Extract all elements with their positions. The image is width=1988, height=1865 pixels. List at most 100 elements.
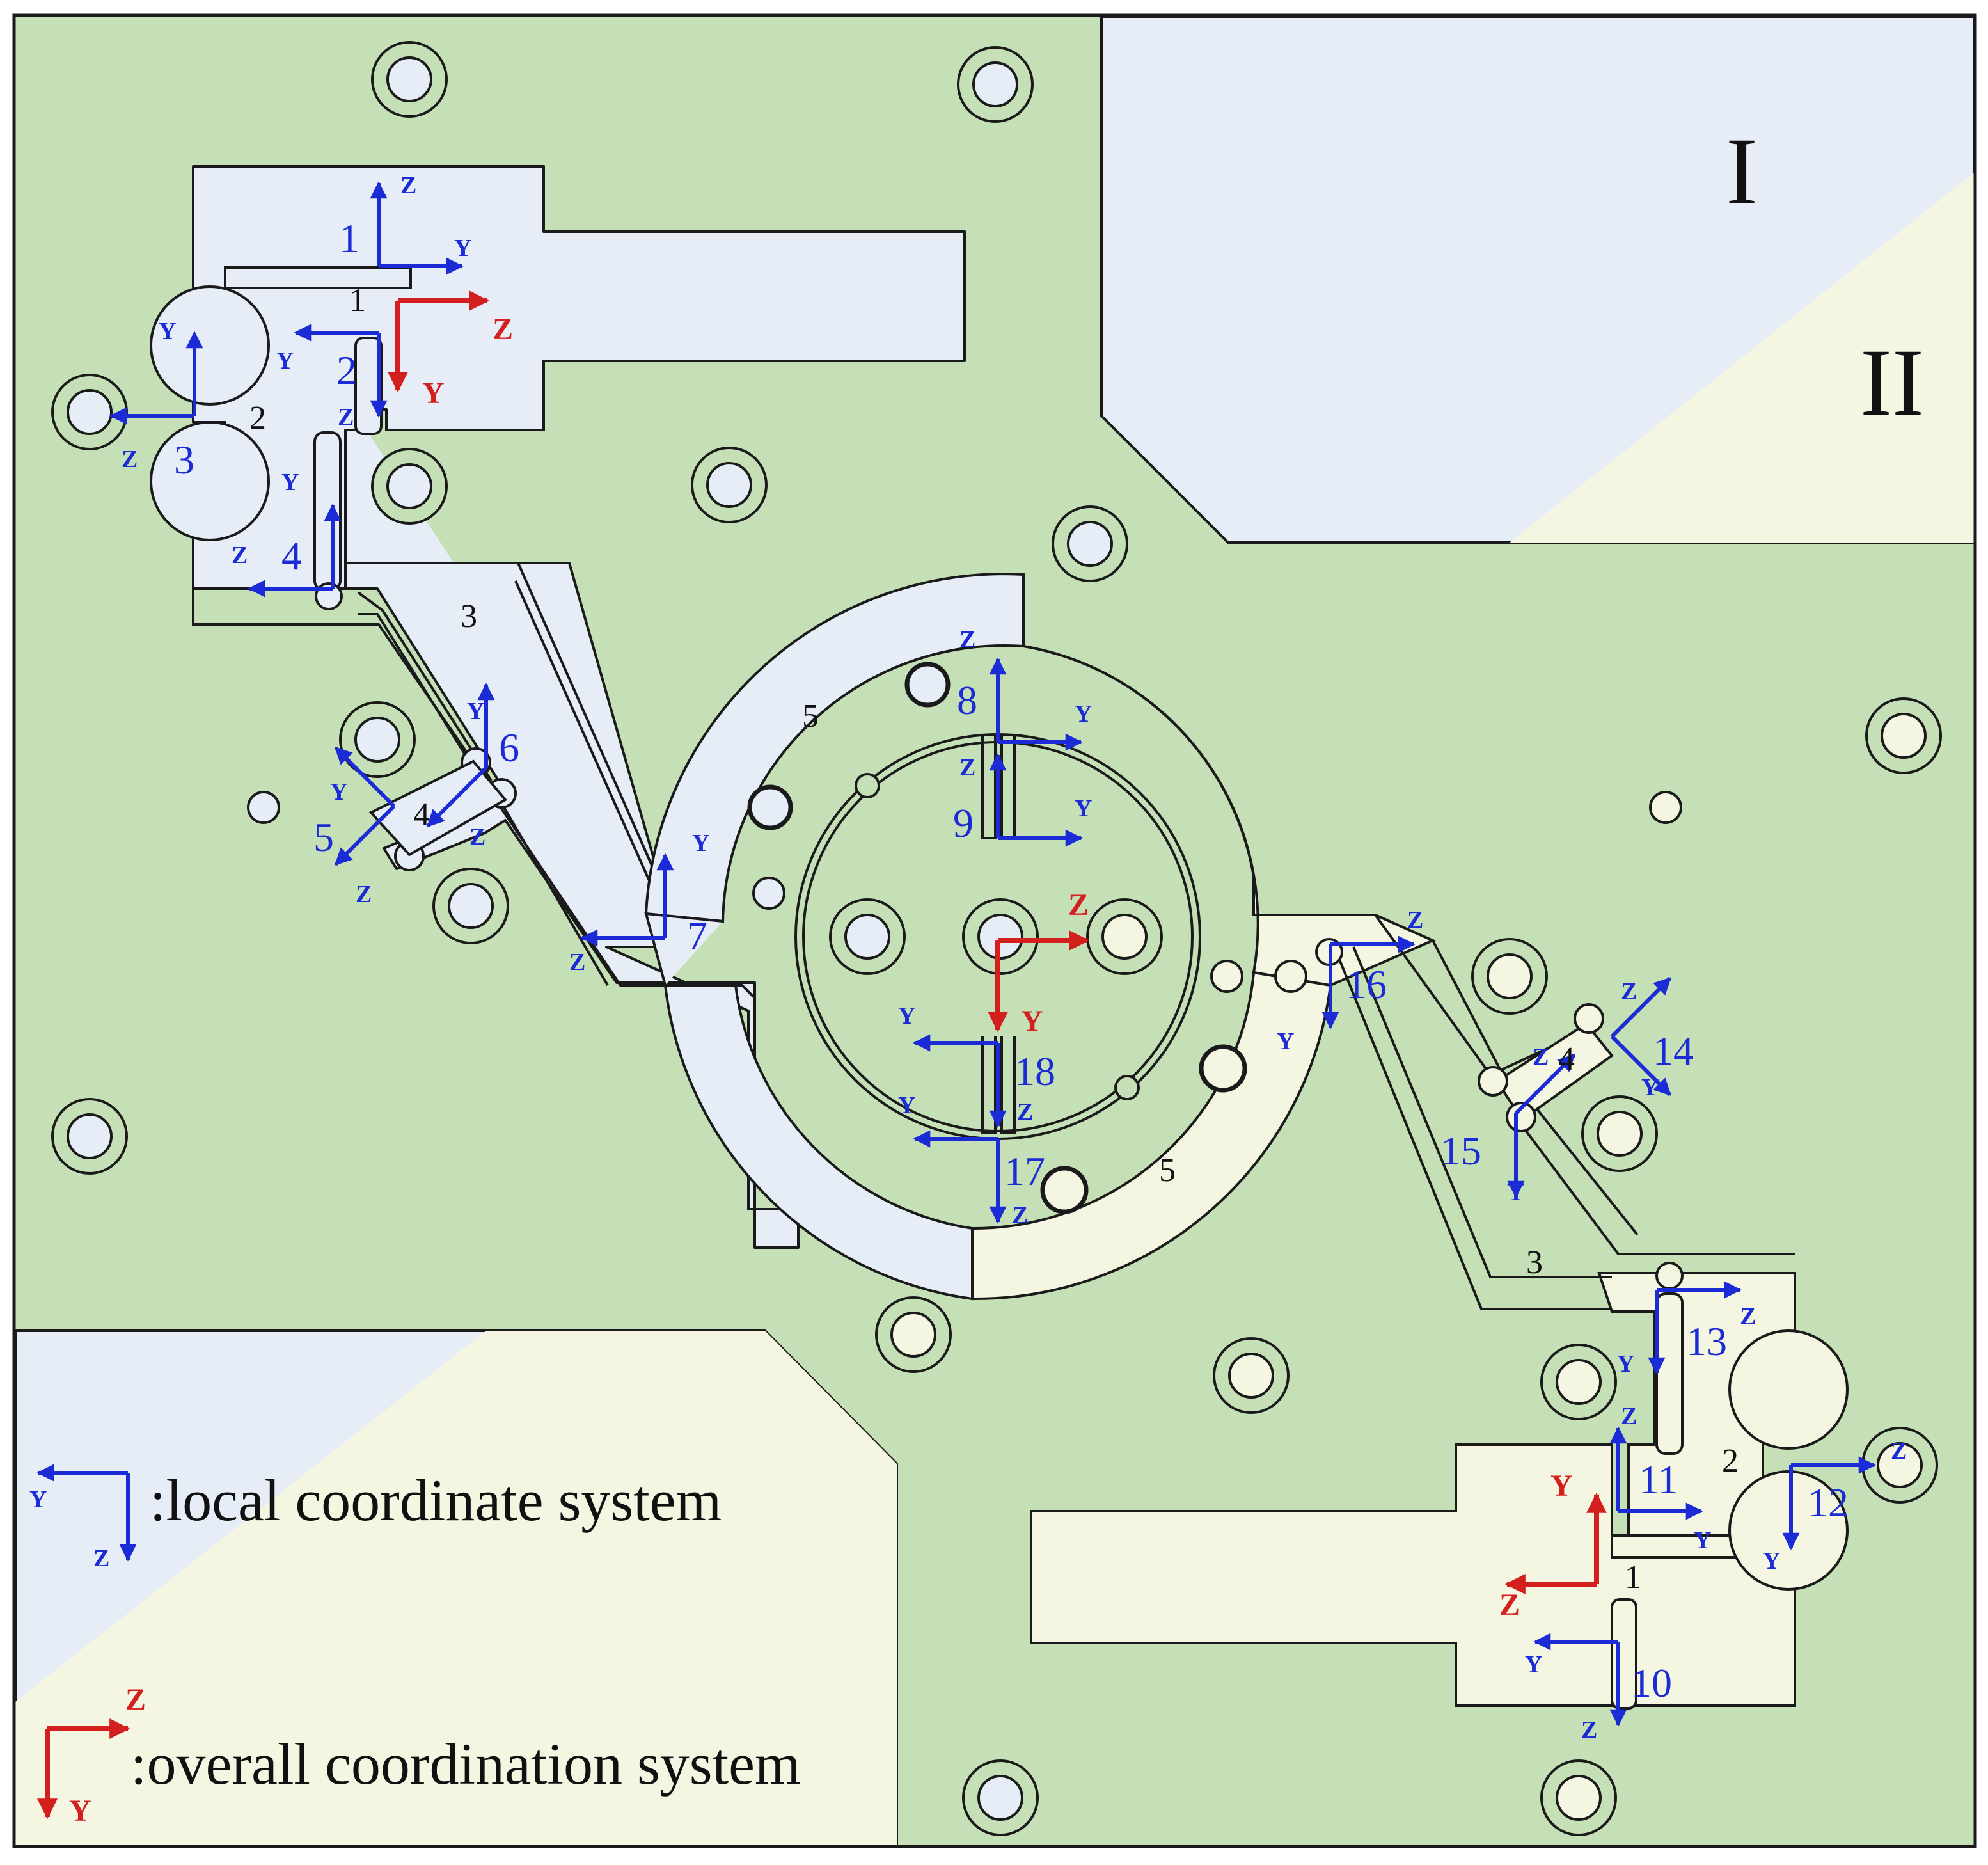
axis-label-z: Z [959, 626, 975, 653]
through-hole [1040, 1166, 1089, 1214]
frame-number-10: 10 [1631, 1660, 1672, 1706]
axis-label-y: Y [1525, 1651, 1542, 1678]
local-coordinate-frame: Y Z 16 [1277, 907, 1423, 1055]
mounting-hole [1213, 1337, 1290, 1414]
mounting-hole [875, 1296, 952, 1373]
axis-label-y: Y [1277, 1028, 1294, 1055]
region-number-lower-3: 3 [1526, 1244, 1543, 1281]
through-hole [1274, 960, 1307, 993]
axis-label-z: Z [338, 404, 354, 431]
overall-coordinate-frame: YZ [1499, 1469, 1607, 1622]
axis-label-y: Y [467, 698, 484, 725]
frame-number-4: 4 [281, 533, 302, 578]
axis-label-z: Z [400, 172, 416, 199]
ring-right-band [1023, 645, 1436, 987]
local-coordinate-frame: YZ6 [426, 683, 519, 850]
local-coordinate-frame: YZ8 [957, 626, 1092, 751]
mounting-hole [1861, 1427, 1938, 1504]
frame-number-16: 16 [1346, 962, 1387, 1007]
axis-label-z: Z [1740, 1303, 1756, 1330]
frame-number-5: 5 [313, 814, 334, 860]
mounting-hole [51, 374, 128, 450]
lower-inclined-flexure-a [1333, 946, 1612, 1310]
ring-left-band [644, 912, 974, 1301]
frame-number-6: 6 [499, 725, 519, 770]
upper-inclined-flexure-b [345, 562, 667, 896]
mounting-hole [1865, 697, 1942, 774]
lower-circular-lobe-b [1728, 1470, 1849, 1591]
axis-label-y: Y [1763, 1548, 1780, 1575]
upper-circular-lobe-b [150, 421, 270, 541]
inner-ring-hinge-right [1114, 1075, 1140, 1100]
axis-label-z: Z [569, 949, 585, 976]
overall-coordinate-frame: YZ [388, 290, 513, 410]
legend-global-z-label: Z [125, 1683, 146, 1717]
mounting-hole-bore [1228, 1353, 1274, 1399]
lower-vertical-slot-13 [1655, 1292, 1684, 1455]
mounting-hole-bore [67, 389, 113, 435]
lower-circular-lobe-a [1728, 1329, 1849, 1450]
region-number-upper-4: 4 [413, 797, 430, 833]
overall-coordinate-frame: YZ [988, 888, 1090, 1038]
mounting-hole-bore [67, 1113, 113, 1159]
mounting-hole [432, 868, 509, 944]
frame-number-12: 12 [1808, 1480, 1849, 1525]
axis-label-y: Y [454, 235, 471, 262]
mounting-hole [1581, 1095, 1658, 1172]
axis-label-z: Z [1621, 1403, 1637, 1430]
local-z-axis [426, 766, 488, 828]
legend-overall-label: :overall coordination system [130, 1731, 801, 1797]
region-II-top-right [1510, 173, 1974, 543]
upper-inclined-flexure-d [514, 580, 660, 903]
mounting-hole [957, 46, 1034, 123]
axis-label-z: Z [1533, 1044, 1549, 1070]
mounting-hole-bore [1556, 1359, 1602, 1405]
local-coordinate-frame: YZ9 [953, 753, 1092, 847]
through-hole [1649, 791, 1682, 824]
axis-label-z: Z [493, 312, 513, 346]
axis-label-y: Y [1075, 795, 1092, 822]
mounting-hole [1471, 938, 1548, 1015]
frame-number-1: 1 [339, 216, 359, 261]
mounting-hole-bore [1067, 521, 1113, 567]
mounting-hole-bore [972, 61, 1018, 107]
lower-notch-hinge-c [1478, 1066, 1508, 1097]
frame-number-7: 7 [687, 913, 707, 958]
local-coordinate-frame: Y Z 10 [1525, 1633, 1672, 1743]
axis-label-z: Z [1499, 1588, 1520, 1622]
lower-notch-hinge-e [1655, 1262, 1684, 1290]
region-number-upper-1: 1 [349, 282, 366, 319]
local-y-axis [1610, 1035, 1672, 1097]
axis-label-z: Z [1891, 1438, 1907, 1464]
frame-number-13: 13 [1686, 1319, 1727, 1364]
mounting-hole-bore [1487, 953, 1533, 999]
region-number-lower-2: 2 [1722, 1443, 1739, 1479]
mounting-hole [1052, 505, 1128, 582]
frame-number-15: 15 [1440, 1128, 1481, 1173]
frame-number-14: 14 [1653, 1028, 1694, 1074]
axis-label-z: Z [1581, 1717, 1597, 1743]
local-coordinate-frame: YZ7 [569, 830, 709, 976]
upper-vertical-slot-4 [313, 431, 342, 591]
legend-local-label: :local coordinate system [150, 1468, 722, 1533]
region-number-upper-5: 5 [802, 698, 819, 734]
axis-label-y: Y [1617, 1351, 1634, 1377]
axis-label-y: Y [276, 347, 294, 374]
region-number-lower-1: 1 [1625, 1559, 1641, 1596]
mounting-hole [371, 448, 448, 525]
mounting-hole-bore [1877, 1442, 1923, 1488]
roman-numeral-I: I [1726, 118, 1758, 225]
axis-label-y: Y [898, 1003, 915, 1029]
outer-ring-band-upper [644, 573, 1025, 923]
axis-label-z: Z [122, 446, 138, 473]
axis-label-y: Y [422, 376, 445, 410]
axis-label-z: Z [1407, 907, 1423, 933]
axis-label-y: Y [1075, 701, 1092, 727]
axis-label-y: Y [1550, 1469, 1573, 1503]
axis-label-z: Z [232, 542, 248, 569]
